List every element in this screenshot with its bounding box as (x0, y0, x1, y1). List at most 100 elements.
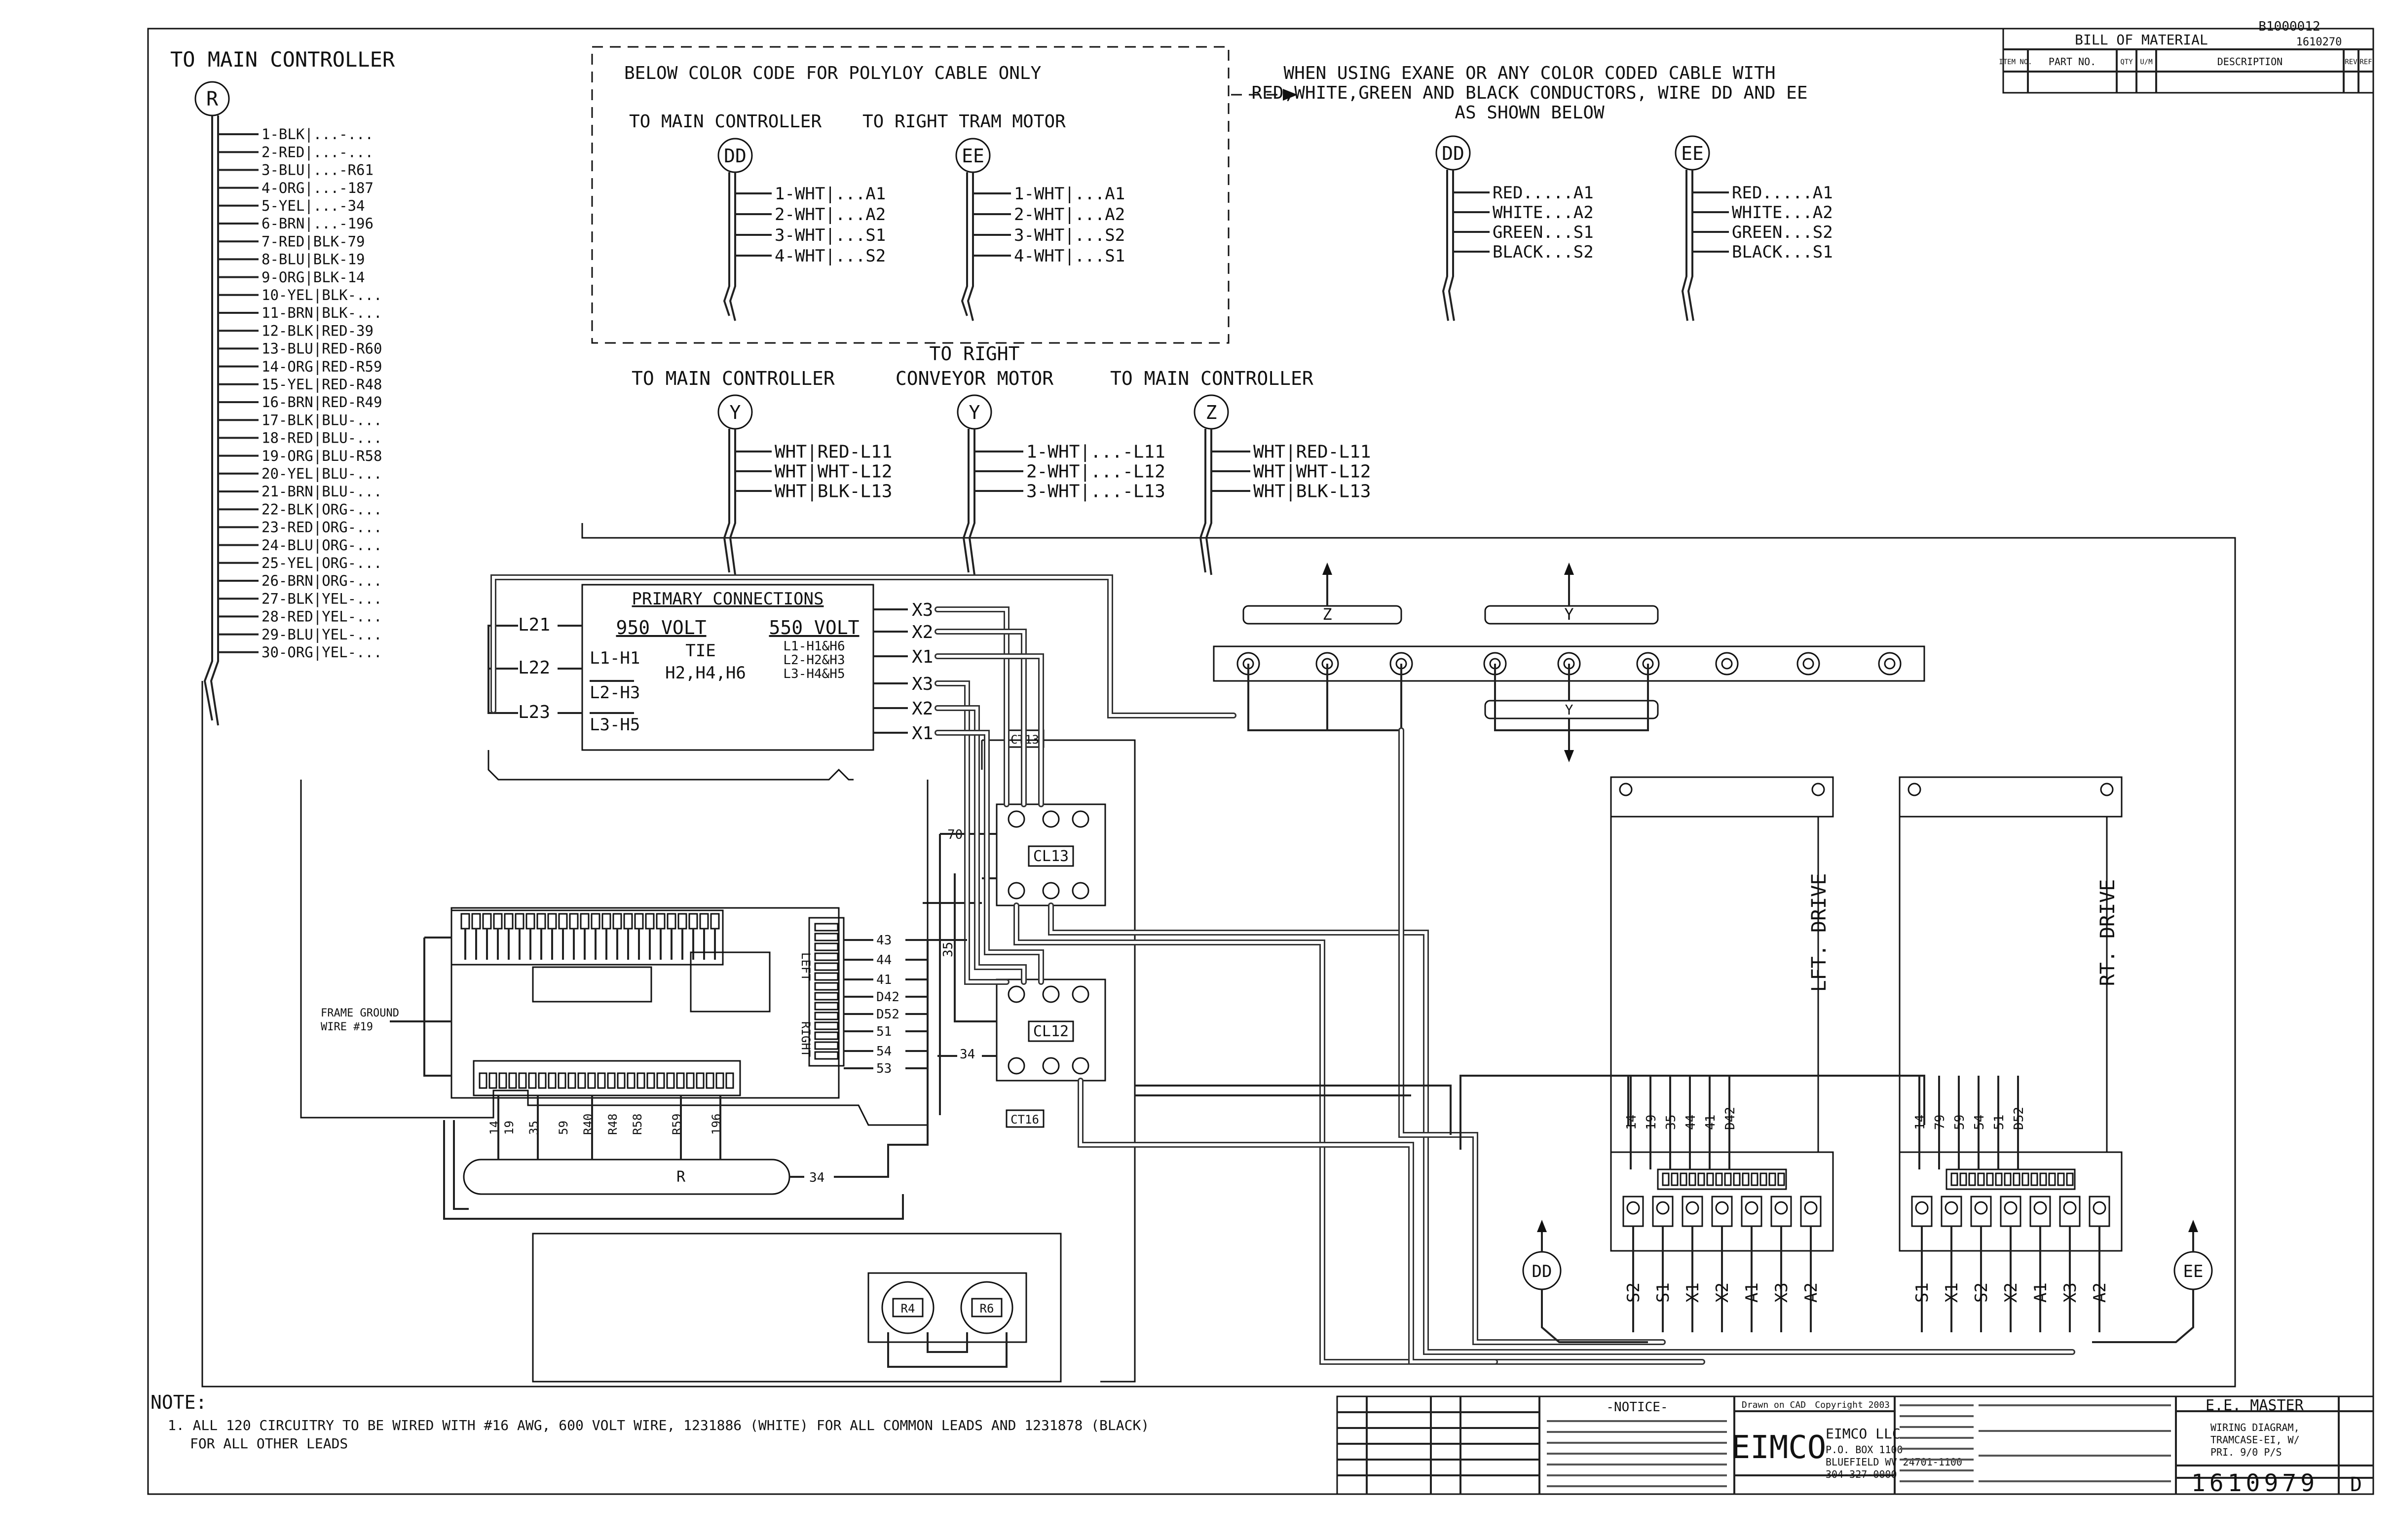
y-conv-wire-label: 3-WHT|...-L13 (1026, 482, 1165, 502)
left-drive-dd-tag: DD (1532, 1262, 1552, 1281)
cable-r-trunk (203, 115, 213, 721)
exane-ee-wire-label: GREEN...S2 (1732, 223, 1833, 242)
strip-links (1247, 664, 1649, 731)
board-left-tag: LEFT (799, 952, 813, 981)
drive-connector-pin (2004, 1172, 2012, 1186)
cable-r-wire-label: 22-BLK|ORG-... (262, 501, 382, 518)
z-up-arrowhead (1322, 563, 1332, 575)
drive-connector-pin (1724, 1172, 1732, 1186)
drive-connector-pin (1959, 1172, 1967, 1186)
lamp-r4-plate (892, 1298, 924, 1317)
drive-bottom-terminal-screw (1915, 1201, 1929, 1215)
sheet-border (147, 28, 2374, 1495)
left-drive-label: LFT. DRIVE (1808, 873, 1831, 992)
frame-ground-line-1: FRAME GROUND (321, 1007, 399, 1019)
lamp-r6 (960, 1281, 1013, 1334)
cable-r-wire-label: 27-BLK|YEL-... (262, 590, 382, 607)
board-top-terminal (699, 913, 709, 930)
board-side-terminal (814, 923, 839, 932)
notice-text-lines (1547, 1420, 1727, 1487)
z-main-cable: TO MAIN CONTROLLER Z WHT|RED-L11WHT|WHT-… (1110, 368, 1371, 575)
title-line-2: TRAMCASE-EI, W/ (2210, 1434, 2300, 1446)
cable-r-trunk-2 (210, 115, 219, 726)
drive-connector-pin (1688, 1172, 1696, 1186)
xf-cable-3i (936, 655, 1043, 806)
cable-r-wire-label: 13-BLU|RED-R60 (262, 340, 382, 357)
drive-bottom-label: X1 (1683, 1282, 1703, 1303)
r-bar-drop-leads (497, 1095, 721, 1160)
board-top-terminal (634, 913, 644, 930)
cable-r-wire-label: 17-BLK|BLU-... (262, 412, 382, 428)
drive-top-label: 54 (1972, 1115, 1987, 1130)
cable-r-wire-label: 30-ORG|YEL-... (262, 644, 382, 661)
contactor-lower-label-frame (1028, 1020, 1074, 1042)
board-top-terminal (493, 913, 503, 930)
xf-cable-6i (936, 731, 1043, 983)
exane-dd-wire-label: RED.....A1 (1493, 183, 1594, 203)
terminal-strip-terminal-core (1721, 658, 1733, 670)
transformer-output-label: X1 (912, 723, 933, 744)
board-top-terminal (536, 913, 546, 930)
terminal-strip-terminal-core (1802, 658, 1814, 670)
drawing-number: 1610979 (2191, 1469, 2319, 1497)
title-block-grid (1337, 1396, 2373, 1494)
board-right-label: 44 (876, 953, 892, 968)
drive-bottom-terminal-screw (2033, 1201, 2047, 1215)
y-conv-tag: Y (969, 402, 980, 423)
drive-connector-pin (2039, 1172, 2047, 1186)
cable-r-heading: TO MAIN CONTROLLER (170, 47, 395, 72)
transformer-output-label: X3 (912, 600, 933, 620)
board-left-leads (423, 937, 451, 1077)
board-side-terminal (814, 1012, 839, 1020)
y-down-arrowhead (1564, 750, 1574, 762)
bom-col-ref: REF (2359, 58, 2372, 66)
contactor-wire-35: 35 (941, 942, 956, 957)
cable-r-wire-label: 20-YEL|BLU-... (262, 465, 382, 482)
bom-col-part: PART NO. (2049, 56, 2096, 68)
board-top-terminal (612, 913, 622, 930)
drive-bottom-terminal-screw (1974, 1201, 1988, 1215)
board-top-terminal (471, 913, 481, 930)
board-bottom-terminal (479, 1072, 487, 1089)
left-drive-bolt-1 (1619, 783, 1633, 796)
board-side-terminal (814, 952, 839, 961)
polyloy-heading: BELOW COLOR CODE FOR POLYLOY CABLE ONLY (624, 63, 1042, 83)
control-wire-to-drives (928, 939, 1925, 1150)
board-bottom-terminal (646, 1072, 655, 1089)
board-top-terminal (677, 913, 687, 930)
power-cable-top-inner (492, 576, 1235, 717)
cable-r-group: TO MAIN CONTROLLER R 1-BLK|...-...2-RED|… (170, 47, 395, 726)
z-strip-tag: Z (1322, 605, 1332, 624)
contactor-lower-terminals (1008, 985, 1089, 1075)
board-side-terminal-row (814, 923, 839, 1060)
z-main-wire-label: WHT|WHT-L12 (1253, 462, 1371, 482)
drive-connector-pin (2066, 1172, 2074, 1186)
left-drive-body (1610, 816, 1819, 1153)
drive-bottom-label: A1 (1742, 1282, 1762, 1303)
drive-top-label: 79 (1933, 1115, 1947, 1130)
polyloy-dd-wire-label: 3-WHT|...S1 (775, 225, 886, 245)
polyloy-to-exane-arrowhead (1283, 89, 1298, 101)
board-top-terminal (688, 913, 698, 930)
company-address-2: BLUEFIELD WV 24701-1100 (1826, 1456, 1962, 1468)
drive-bottom-label: S2 (1624, 1282, 1644, 1303)
board-bottom-terminal (725, 1072, 734, 1089)
xf-cable-1i (936, 608, 1008, 806)
board-bottom-terminal (488, 1072, 497, 1089)
board-bottom-terminal (627, 1072, 636, 1089)
drive-connector-pin (1751, 1172, 1758, 1186)
drive-connector-pin (1680, 1172, 1687, 1186)
company-name: EIMCO LLC (1826, 1426, 1901, 1442)
transformer-block: PRIMARY CONNECTIONS 950 VOLT 550 VOLT TI… (487, 584, 933, 781)
cable-r-wire-label: 10-YEL|BLK-... (262, 287, 382, 303)
drive-connector-pin (1968, 1172, 1976, 1186)
drive-connector-pin (1995, 1172, 2003, 1186)
drawn-on: Drawn on CAD (1742, 1400, 1806, 1410)
drive-cable-1 (1013, 902, 1705, 1365)
board-bottom-terminals (473, 1060, 741, 1096)
board-right-tag: RIGHT (799, 1021, 813, 1057)
bom-col-desc: DESCRIPTION (2217, 56, 2282, 68)
title-block-frame (1336, 1395, 2374, 1495)
lamp-bracket (867, 1272, 1027, 1343)
